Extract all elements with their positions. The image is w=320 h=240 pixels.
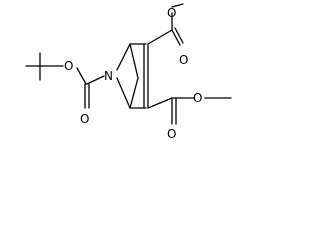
bond-oxygen-carbonyl-carbon	[76, 67, 87, 85]
lower-methyl-ester	[147, 97, 232, 125]
bond-n-bridgehead-top	[116, 43, 131, 71]
atom-carbonyl-oxygen-top: O	[179, 53, 188, 67]
boc-carbamate-group	[76, 67, 105, 109]
bond-alkene-upper-ester-carbon	[147, 29, 173, 45]
atom-nitrogen: N	[104, 69, 113, 83]
bond-bridge-bottom	[129, 77, 139, 109]
tert-butyl-group	[25, 52, 64, 81]
structure-canvas: O O N O O O O	[0, 0, 245, 153]
bond-alkene-lower-ester-carbon	[147, 97, 173, 109]
upper-methyl-ester	[147, 3, 184, 46]
molecule-structure: O O N O O O O	[25, 3, 232, 141]
bond-upper-carbonyl-2	[174, 27, 184, 44]
bond-bridge-top	[129, 43, 139, 79]
bond-n-bridgehead-bottom	[116, 77, 131, 109]
atom-ester-oxygen-bottom: O	[193, 91, 202, 105]
atom-carbonyl-oxygen-bottom: O	[167, 127, 176, 141]
atom-carbonyl-oxygen-boc: O	[80, 112, 89, 126]
azabicyclic-core	[116, 43, 149, 109]
bond-upper-methyl	[171, 3, 184, 8]
atom-ester-oxygen-top: O	[167, 6, 176, 20]
bond-upper-carbonyl-1	[171, 29, 181, 46]
atom-ester-oxygen-boc: O	[64, 59, 73, 73]
bond-carbonyl-nitrogen	[86, 75, 105, 85]
